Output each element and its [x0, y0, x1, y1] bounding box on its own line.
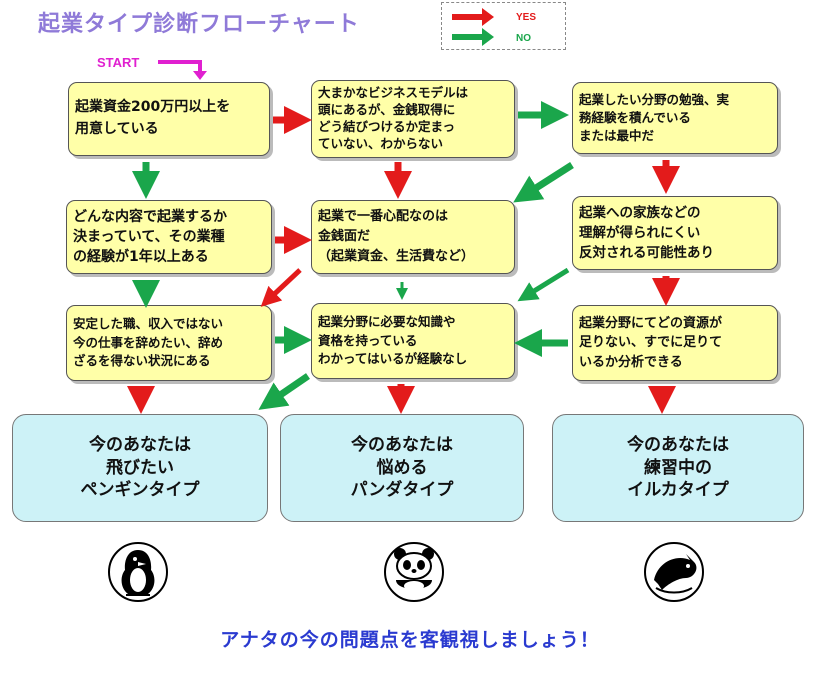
- page-title: 起業タイプ診断フローチャート: [38, 12, 360, 37]
- start-label: START: [97, 55, 140, 70]
- question-q4: どんな内容で起業するか 決まっていて、その業種 の経験が1年以上ある: [66, 200, 272, 274]
- legend-no-arrow: [452, 28, 494, 46]
- question-q6: 起業への家族などの 理解が得られにくい 反対される可能性あり: [572, 196, 778, 270]
- question-q1: 起業資金200万円以上を 用意している: [68, 82, 270, 156]
- dolphin-icon: [644, 542, 704, 602]
- result-dolphin: 今のあなたは 練習中の イルカタイプ: [552, 414, 804, 522]
- yes-arrow-q4-q7: [260, 268, 302, 307]
- legend: YES NO: [441, 2, 566, 50]
- legend-no-label: NO: [516, 33, 531, 44]
- legend-yes-label: YES: [516, 12, 537, 23]
- penguin-icon: [108, 542, 168, 602]
- legend-yes-arrow: [452, 8, 494, 26]
- result-penguin: 今のあなたは 飛びたい ペンギンタイプ: [12, 414, 268, 522]
- panda-icon: [384, 542, 444, 602]
- question-q2: 大まかなビジネスモデルは 頭にあるが、金銭取得に どう結びつけるか定まっ ていな…: [311, 80, 515, 158]
- question-q8: 起業分野に必要な知識や 資格を持っている わかってはいるが経験なし: [311, 303, 515, 379]
- no-arrow-q3-q5: [513, 162, 574, 203]
- question-q7: 安定した職、収入ではない 今の仕事を辞めたい、辞め ざるを得ない状況にある: [66, 305, 272, 381]
- no-arrow-q6-q8: [517, 267, 570, 302]
- question-q9: 起業分野にてどの資源が 足りない、すでに足りて いるか分析できる: [572, 305, 778, 381]
- question-q3: 起業したい分野の勉強、実 務経験を積んでいる または最中だ: [572, 82, 778, 154]
- result-panda: 今のあなたは 悩める パンダタイプ: [280, 414, 524, 522]
- start-arrow: [158, 60, 202, 72]
- no-arrow-q8-penguin: [258, 373, 310, 410]
- tagline: アナタの今の問題点を客観視しましょう！: [220, 629, 600, 651]
- legend-arrows: [452, 8, 494, 46]
- question-q5: 起業で一番心配なのは 金銭面だ （起業資金、生活費など）: [311, 200, 515, 274]
